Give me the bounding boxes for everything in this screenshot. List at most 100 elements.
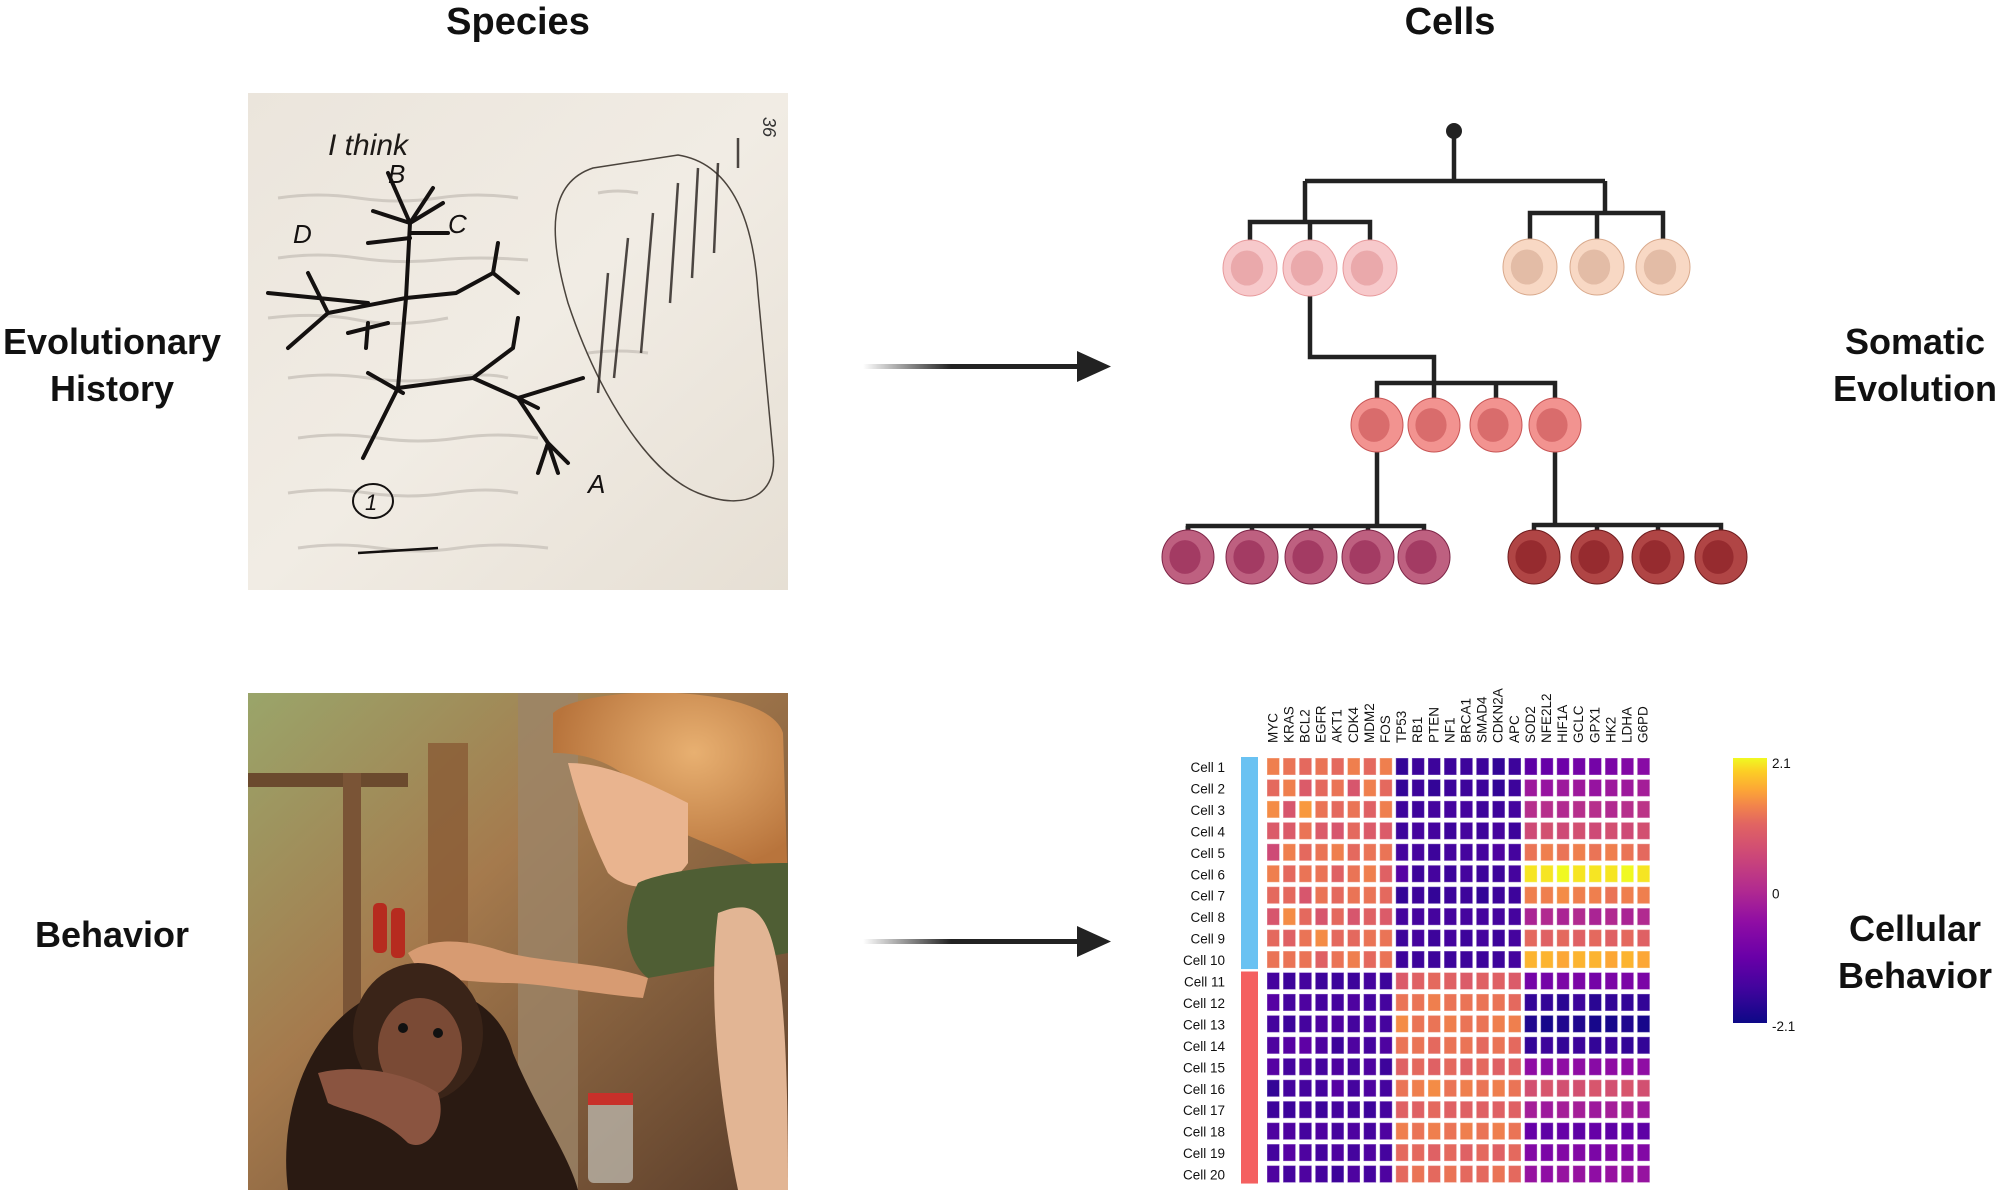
sketch-underline (357, 546, 439, 555)
heatmap-cell (1379, 886, 1393, 905)
heatmap-cell (1330, 1122, 1345, 1141)
heatmap-cell (1330, 1014, 1345, 1033)
heatmap-cell (1427, 821, 1441, 840)
heatmap-cell (1604, 843, 1619, 862)
heatmap-cell (1620, 1036, 1635, 1055)
cell-label: Cell 9 (1190, 932, 1225, 947)
heatmap-cell (1443, 1165, 1458, 1184)
heatmap-cell (1475, 864, 1490, 883)
heatmap-cell (1363, 929, 1377, 948)
heatmap-cell (1443, 1100, 1458, 1119)
heatmap-cell (1620, 993, 1635, 1012)
heatmap-cell (1524, 864, 1538, 883)
cell-nucleus (1536, 408, 1568, 442)
tree-cell-tier-1-left (1342, 239, 1398, 297)
tree-branch (1374, 380, 1558, 399)
gene-label: MYC (1265, 713, 1280, 743)
heatmap-cell (1636, 950, 1651, 969)
cell-label: Cell 15 (1183, 1060, 1225, 1075)
heatmap-cell (1556, 993, 1570, 1012)
heatmap-cell (1459, 929, 1474, 948)
tree-cell-tier-1-left (1282, 239, 1338, 297)
heatmap-cell (1540, 1122, 1554, 1141)
heatmap-cell (1620, 972, 1635, 990)
heatmap-cell (1620, 1079, 1635, 1098)
heatmap-cell (1524, 907, 1538, 926)
heatmap-cell (1363, 1014, 1377, 1033)
heatmap-cell (1540, 950, 1554, 969)
heatmap-cell (1491, 821, 1506, 840)
label-cellular-behavior: Cellular Behavior (1785, 905, 2000, 999)
gene-label: SMAD4 (1475, 696, 1490, 743)
heatmap-cell (1443, 778, 1458, 797)
heatmap-cell (1540, 1036, 1554, 1055)
heatmap-cell (1636, 864, 1651, 883)
heatmap-cell (1427, 1122, 1441, 1141)
arrow-head (1077, 926, 1111, 957)
heatmap-cell (1636, 778, 1651, 797)
photo-red-handle (373, 903, 387, 953)
photo-jar-lid (588, 1093, 633, 1105)
tree-branches (1185, 131, 1724, 531)
heatmap-cell (1314, 1122, 1329, 1141)
heatmap-cell (1556, 1057, 1570, 1076)
heatmap-cell (1330, 1165, 1345, 1184)
heatmap-cell (1540, 757, 1554, 776)
heatmap-cell (1379, 1057, 1393, 1076)
heatmap-cell (1604, 972, 1619, 990)
heatmap-cell (1266, 800, 1280, 819)
heatmap-cell (1620, 1165, 1635, 1184)
sketch-page-number: 36 (759, 117, 779, 138)
heatmap-cell (1604, 907, 1619, 926)
heatmap-cell (1298, 800, 1313, 819)
heatmap-cell (1459, 972, 1474, 990)
heatmap-cell (1475, 1100, 1490, 1119)
heatmap-cell (1298, 778, 1313, 797)
cell-label: Cell 20 (1183, 1168, 1225, 1183)
heatmap-cell (1347, 1014, 1361, 1033)
heatmap-cell (1411, 972, 1425, 990)
heatmap-cell (1604, 778, 1619, 797)
cell-nucleus (1702, 540, 1734, 574)
heatmap-cell (1298, 993, 1313, 1012)
heatmap-cell (1604, 886, 1619, 905)
heatmap-cell (1314, 757, 1329, 776)
heatmap-cell (1540, 843, 1554, 862)
heatmap-cell (1298, 1143, 1313, 1162)
heatmap-cell (1395, 1143, 1409, 1162)
heatmap-cell (1427, 886, 1441, 905)
heatmap-cell (1298, 843, 1313, 862)
heatmap-cell (1363, 843, 1377, 862)
heatmap-cell (1491, 1036, 1506, 1055)
heatmap-cell (1282, 929, 1297, 948)
heatmap-cell (1572, 1036, 1586, 1055)
heatmap-cell (1459, 843, 1474, 862)
photo-woman-face (568, 763, 688, 887)
heatmap-cell (1572, 950, 1586, 969)
heatmap-cell (1282, 843, 1297, 862)
heatmap-cell (1524, 1036, 1538, 1055)
heatmap-cell (1459, 800, 1474, 819)
heatmap-cell (1411, 1122, 1425, 1141)
heatmap-cell (1508, 800, 1522, 819)
heatmap-cell (1475, 929, 1490, 948)
heatmap-cell (1282, 1165, 1297, 1184)
heatmap-cell (1588, 821, 1602, 840)
heatmap-cell (1379, 1079, 1393, 1098)
heatmap-cell (1620, 950, 1635, 969)
colorbar-tick-label: 2.1 (1772, 756, 1791, 771)
heatmap-cell (1540, 1079, 1554, 1098)
heatmap-cell (1556, 800, 1570, 819)
heatmap-cell (1556, 1036, 1570, 1055)
heatmap-cell (1572, 1122, 1586, 1141)
heatmap-cell (1427, 1057, 1441, 1076)
sketch-handwriting (596, 138, 740, 394)
heatmap-cell (1347, 993, 1361, 1012)
colorbar: 2.10-2.1 (1733, 756, 1795, 1034)
heatmap-cells (1266, 757, 1651, 1184)
heatmap-cell (1620, 1014, 1635, 1033)
tree-cell-tier-3-left (1225, 529, 1279, 585)
heatmap-cell (1572, 1057, 1586, 1076)
heatmap-cell (1347, 1057, 1361, 1076)
